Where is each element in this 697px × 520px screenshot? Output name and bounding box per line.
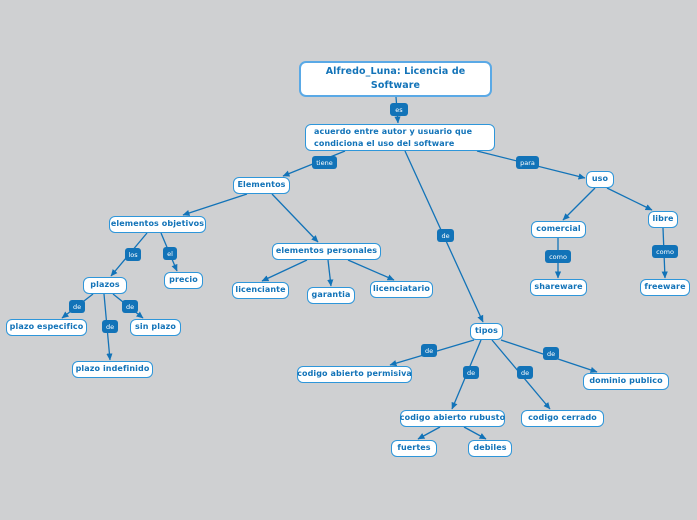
- node-garantia[interactable]: garantia: [307, 287, 355, 304]
- node-cod_rub[interactable]: codigo abierto rubusto: [400, 410, 505, 427]
- edge-label-lbl_para[interactable]: para: [516, 156, 539, 169]
- node-plazo_ind[interactable]: plazo indefinido: [72, 361, 153, 378]
- edge-label-lbl_los[interactable]: los: [125, 248, 141, 261]
- e-elem-pers: [271, 193, 319, 243]
- node-libre[interactable]: libre: [648, 211, 678, 228]
- node-elem_pers[interactable]: elementos personales: [272, 243, 381, 260]
- e-pers-licenciat: [347, 259, 395, 281]
- node-elem_obj[interactable]: elementos objetivos: [109, 216, 206, 233]
- node-dom_pub[interactable]: dominio publico: [583, 373, 669, 390]
- edge-label-lbl_tiene[interactable]: tiene: [312, 156, 337, 169]
- edge-label-lbl_de_dom[interactable]: de: [543, 347, 559, 360]
- e-rub-fuertes: [417, 426, 441, 440]
- node-fuertes[interactable]: fuertes: [391, 440, 437, 457]
- e-rub-debiles: [463, 426, 487, 440]
- node-cod_perm[interactable]: codigo abierto permisiva: [297, 366, 412, 383]
- node-sin_plazo[interactable]: sin plazo: [130, 319, 181, 336]
- e-pers-garantia: [327, 259, 334, 287]
- node-comercial[interactable]: comercial: [531, 221, 586, 238]
- e-uso-comercial: [562, 187, 596, 221]
- edge-label-lbl_de_rub[interactable]: de: [463, 366, 479, 379]
- edge-label-lbl_como_2[interactable]: como: [652, 245, 678, 258]
- e-pers-licenciante: [261, 259, 308, 282]
- edge-label-lbl_de_tipos[interactable]: de: [437, 229, 454, 242]
- node-licenciante[interactable]: licenciante: [232, 282, 289, 299]
- node-precio[interactable]: precio: [164, 272, 203, 289]
- edge-label-lbl_es[interactable]: es: [390, 103, 408, 116]
- node-licenciat[interactable]: licenciatario: [370, 281, 433, 298]
- edge-label-lbl_de_sin[interactable]: de: [122, 300, 138, 313]
- edge-label-lbl_de_esp[interactable]: de: [69, 300, 85, 313]
- edge-label-lbl_como_1[interactable]: como: [545, 250, 571, 263]
- node-root[interactable]: Alfredo_Luna: Licencia de Software: [299, 61, 492, 97]
- node-tipos[interactable]: tipos: [470, 323, 503, 340]
- node-freeware[interactable]: freeware: [640, 279, 690, 296]
- node-acuerdo[interactable]: acuerdo entre autor y usuario que condic…: [305, 124, 495, 151]
- e-elem-obj: [182, 193, 248, 216]
- edge-label-lbl_de_ind[interactable]: de: [102, 320, 118, 333]
- edge-label-lbl_de_cerr[interactable]: de: [517, 366, 533, 379]
- node-shareware[interactable]: shareware: [530, 279, 587, 296]
- edge-label-lbl_el[interactable]: el: [163, 247, 177, 260]
- node-cod_cerr[interactable]: codigo cerrado: [521, 410, 604, 427]
- node-uso[interactable]: uso: [586, 171, 614, 188]
- node-elementos[interactable]: Elementos: [233, 177, 290, 194]
- edge-label-lbl_de_perm[interactable]: de: [421, 344, 437, 357]
- e-uso-libre: [606, 187, 653, 211]
- node-debiles[interactable]: debiles: [468, 440, 512, 457]
- node-plazos[interactable]: plazos: [83, 277, 127, 294]
- node-plazo_esp[interactable]: plazo especifico: [6, 319, 87, 336]
